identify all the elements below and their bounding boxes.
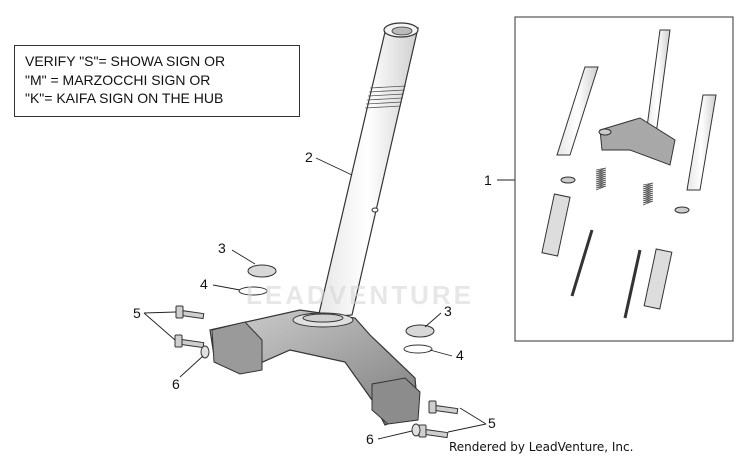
callout-6-right: 6 — [366, 431, 374, 447]
leader-lines — [143, 157, 515, 440]
callout-3-left: 3 — [218, 240, 226, 256]
ring-right — [403, 344, 433, 354]
callout-4-right: 4 — [456, 347, 464, 363]
fork-assembly-inset — [514, 16, 734, 342]
cap-left — [247, 264, 277, 278]
callout-4-left: 4 — [200, 276, 208, 292]
callout-1: 1 — [484, 172, 492, 188]
steering-stem — [317, 22, 419, 319]
note-line-1: VERIFY "S"= SHOWA SIGN OR — [25, 53, 226, 69]
bolts — [174, 305, 459, 439]
steering-base — [209, 309, 421, 426]
callout-2: 2 — [305, 149, 313, 165]
cap-right — [405, 324, 435, 338]
note-line-3: "K"= KAIFA SIGN ON THE HUB — [25, 90, 224, 106]
watermark: LEADVENTURE — [246, 280, 475, 310]
washers — [200, 345, 421, 437]
callout-6-left: 6 — [172, 376, 180, 392]
callout-5-left: 5 — [133, 305, 141, 321]
rendered-by-credit: Rendered by LeadVenture, Inc. — [449, 440, 634, 454]
ring-left — [238, 286, 268, 296]
note-line-2: "M" = MARZOCCHI SIGN OR — [25, 71, 211, 88]
verify-note-box: VERIFY "S"= SHOWA SIGN OR "M" = MARZOCCH… — [14, 45, 300, 117]
callout-5-right: 5 — [488, 415, 496, 431]
callout-3-right: 3 — [444, 303, 452, 319]
